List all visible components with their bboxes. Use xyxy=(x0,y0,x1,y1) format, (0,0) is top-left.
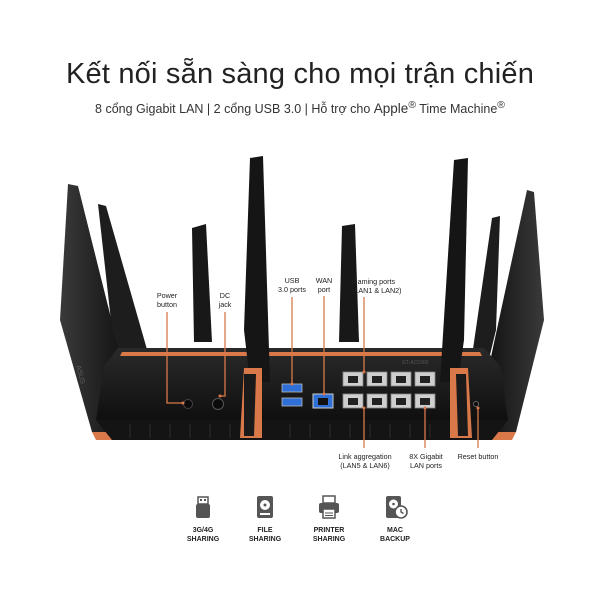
lan-ports-label: 8X Gigabit LAN ports xyxy=(409,452,443,470)
reset-button-label: Reset button xyxy=(457,452,499,461)
subline-reg-1: ® xyxy=(408,100,416,111)
feature-printer-sharing: PRINTER SHARING xyxy=(294,494,364,544)
model-marking: GT-AC5300 xyxy=(402,360,429,366)
subline-time-machine: Time Machine xyxy=(415,102,498,117)
wan-port-label: WAN port xyxy=(315,276,333,294)
subline-apple: Apple xyxy=(373,101,409,117)
antenna-rear-right xyxy=(339,224,359,342)
dc-jack-port xyxy=(212,398,224,410)
feature-label-printer: PRINTER SHARING xyxy=(312,527,346,543)
feature-label-mac: MAC BACKUP xyxy=(380,527,410,543)
usb-ports-label: USB 3.0 ports xyxy=(278,276,306,294)
usb-dongle-icon xyxy=(196,496,210,518)
printer-icon xyxy=(319,495,339,519)
subline: 8 cổng Gigabit LAN | 2 cổng USB 3.0 | Hỗ… xyxy=(0,100,600,116)
gaming-ports-label: Gaming ports (LAN1 & LAN2) xyxy=(352,277,402,295)
subline-reg-2: ® xyxy=(497,100,505,111)
callout-lines xyxy=(166,296,479,448)
mac-backup-icon xyxy=(386,496,408,519)
feature-file-sharing: FILE SHARING xyxy=(230,494,300,544)
antenna-rear-left xyxy=(192,224,212,342)
power-button-label: Power button xyxy=(156,291,178,309)
antenna-front-right xyxy=(440,158,472,438)
headline: Kết nối sẵn sàng cho mọi trận chiến xyxy=(65,58,535,90)
subline-ports: 8 cổng Gigabit LAN | 2 cổng USB 3.0 | Hỗ… xyxy=(95,102,374,117)
feature-label-3g4g: 3G/4G SHARING xyxy=(186,527,220,543)
wan-port xyxy=(312,393,334,409)
antenna-front-left xyxy=(240,156,270,438)
power-button-port xyxy=(183,399,193,409)
link-aggregation-label: Link aggregation (LAN5 & LAN6) xyxy=(338,452,392,470)
hard-drive-icon xyxy=(257,496,273,518)
brand-logo: ASUS xyxy=(74,365,86,386)
feature-3g4g-sharing: 3G/4G SHARING xyxy=(168,494,238,544)
dc-jack-label: DC jack xyxy=(218,291,232,309)
feature-mac-backup: MAC BACKUP xyxy=(360,494,430,544)
reset-button-port xyxy=(473,401,479,407)
feature-label-file: FILE SHARING xyxy=(248,527,282,543)
